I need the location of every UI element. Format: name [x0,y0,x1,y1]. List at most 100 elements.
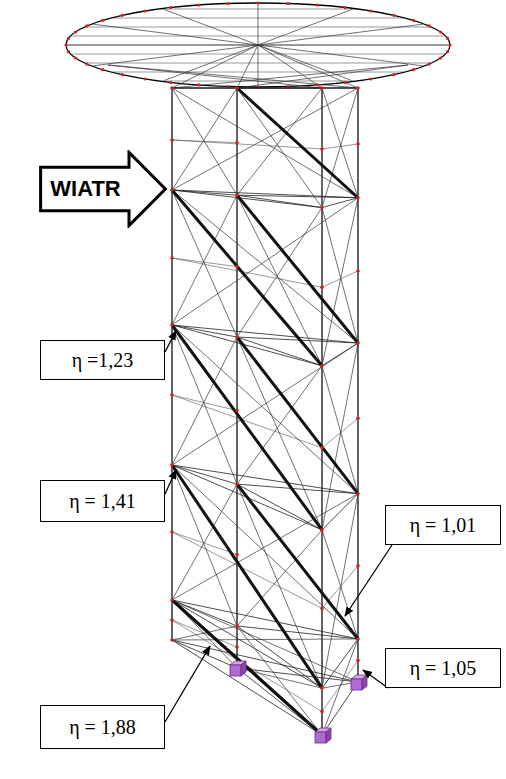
disc-line [258,3,259,45]
node-dot [121,73,124,76]
node-dot [169,81,172,84]
critical-diagonal [237,484,358,639]
disc-grid [60,3,456,87]
top-disc [66,3,450,87]
node-dot [320,147,324,151]
node-dot [170,530,174,534]
disc-line [162,9,258,45]
node-dot [170,463,174,467]
efficiency-value: η = 1,41 [69,490,136,513]
bracing [172,639,358,640]
bracing [172,88,358,190]
ring-member [172,258,237,267]
bracing [172,494,358,600]
node-dot [74,30,77,33]
disc-strut [258,45,358,88]
node-dot [85,62,88,65]
node-dot [392,73,395,76]
node-dot [170,393,174,397]
bracing [172,190,237,337]
critical-diagonal [172,600,322,735]
node-dot [144,9,147,12]
disc-line [258,45,354,81]
callout-box: η =1,23 [40,340,165,380]
bracing [172,190,358,343]
leader-line [165,331,176,352]
critical-diagonal [237,337,358,494]
leader-line [345,545,392,616]
node-dot [446,50,449,53]
node-dot [320,446,324,450]
node-dot [316,83,319,86]
support-cube [230,665,241,676]
disc-line [92,24,258,45]
node-dot [356,564,360,568]
node-dot [64,43,67,46]
disc-line [258,45,259,87]
node-dot [85,24,88,27]
leader-line [165,646,210,722]
node-dot [356,142,360,146]
node-dot [67,50,70,53]
node-dot [392,14,395,17]
tower-column [321,88,322,735]
node-dot [67,37,70,40]
support-cube [241,661,246,676]
ring-member [172,532,322,608]
node-dot [235,624,239,628]
node-dot [356,269,360,273]
node-dot [235,265,239,269]
tower-column [236,88,237,668]
node-dot [344,6,347,9]
node-dot [320,285,324,289]
bracing [237,626,322,735]
support-cube [315,732,326,743]
ring-member [172,600,237,626]
callout-box: η = 1,05 [385,648,501,688]
ring-member [237,484,322,530]
efficiency-value: η =1,23 [72,349,134,372]
node-dot [320,710,324,714]
ring-member [237,195,358,198]
node-dot [235,193,239,197]
node-dot [226,2,229,5]
bracing [322,88,358,208]
support-cube [326,728,331,743]
bracing [172,600,358,682]
node-dot [320,528,324,532]
disc-line [258,24,424,45]
node-dot [170,638,174,642]
node-dot [427,24,430,27]
node-dot [235,86,239,90]
disc-line [258,45,450,46]
node-dot [286,2,289,5]
bracing [172,88,237,190]
bracing [172,465,358,639]
bracing [237,366,322,484]
node-dot [170,598,174,602]
node-dot [235,141,239,145]
support-cube [362,675,367,690]
callout-box: η = 1,88 [40,705,165,749]
node-dot [101,68,104,71]
node-dot [448,43,451,46]
bracing [172,88,237,195]
node-dot [144,77,147,80]
node-dot [74,56,77,59]
wind-label: WIATR [50,176,120,202]
critical-diagonal [237,195,358,343]
ring-member [172,190,322,208]
node-dot [121,14,124,17]
tower-column [171,88,172,640]
node-dot [235,645,239,649]
node-dot [256,1,259,4]
node-dot [446,37,449,40]
node-dot [320,607,324,611]
disc-line [66,45,258,46]
arrow-outline [41,152,166,225]
support-cube [351,679,362,690]
bracing [172,484,237,600]
node-dot [412,68,415,71]
bracing [172,198,358,325]
leader-line [165,470,176,494]
